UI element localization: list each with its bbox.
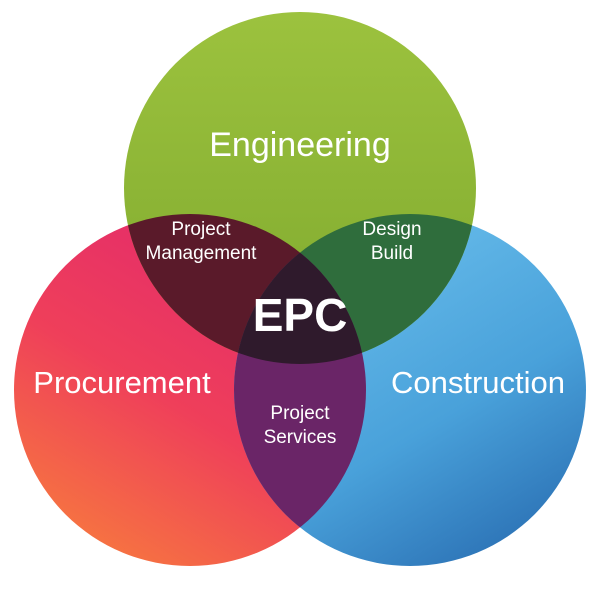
construction-label: Construction (391, 365, 565, 400)
engineering-label: Engineering (209, 126, 390, 164)
project-services-label-line2: Services (264, 427, 337, 448)
project-services-label-line1: Project (270, 403, 330, 424)
overlap-center (234, 214, 366, 364)
design-build-label-line2: Build (371, 243, 413, 264)
epc-center-label: EPC (253, 289, 348, 341)
design-build-label-line1: Design (362, 219, 421, 240)
project-management-label-line1: Project (171, 219, 231, 240)
procurement-label: Procurement (33, 365, 211, 400)
project-management-label-line2: Management (146, 243, 258, 264)
